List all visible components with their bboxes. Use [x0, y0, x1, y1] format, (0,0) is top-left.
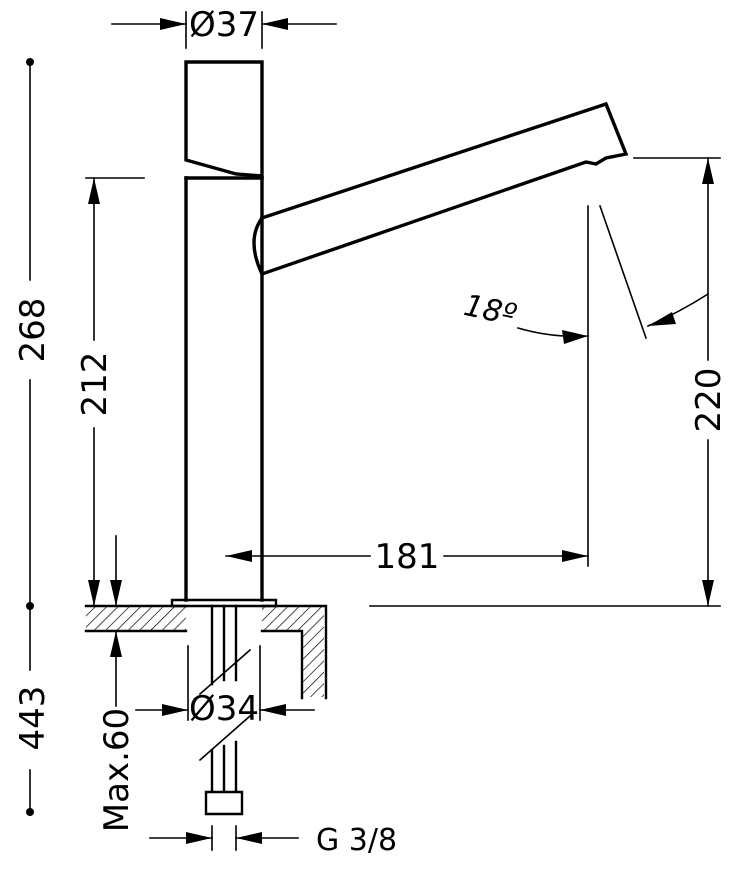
- dim-spout-angle: 18º: [461, 204, 710, 344]
- dim-body-height: 212: [75, 177, 145, 607]
- dim-spout-reach: 181: [225, 205, 589, 577]
- dim-top-diameter: Ø37: [111, 5, 337, 49]
- dim-total-height-label: 268: [13, 298, 53, 363]
- dim-spout-height: 220: [369, 157, 729, 607]
- dim-total-height: 268: [13, 58, 53, 610]
- dim-base-diameter-label: Ø34: [189, 689, 259, 729]
- dim-max-counter: Max.60: [97, 535, 137, 832]
- dim-spout-height-label: 220: [689, 368, 729, 433]
- dim-below-counter-label: 443: [13, 686, 53, 751]
- dim-body-height-label: 212: [75, 352, 115, 417]
- dim-spout-angle-label: 18º: [461, 288, 519, 333]
- faucet-handle: [184, 60, 264, 178]
- counter-section: [84, 604, 328, 700]
- faucet-body: [170, 176, 278, 608]
- supply-pipe: [198, 604, 252, 816]
- dim-thread-label: G 3/8: [316, 823, 397, 858]
- dim-max-counter-label: Max.60: [97, 708, 137, 832]
- dim-spout-reach-label: 181: [375, 537, 440, 577]
- dim-base-diameter: Ø34: [135, 645, 315, 729]
- dim-below-counter: 443: [13, 605, 53, 816]
- dim-top-diameter-label: Ø37: [189, 5, 259, 45]
- dim-thread: G 3/8: [149, 823, 397, 858]
- faucet-spout: [252, 101, 629, 277]
